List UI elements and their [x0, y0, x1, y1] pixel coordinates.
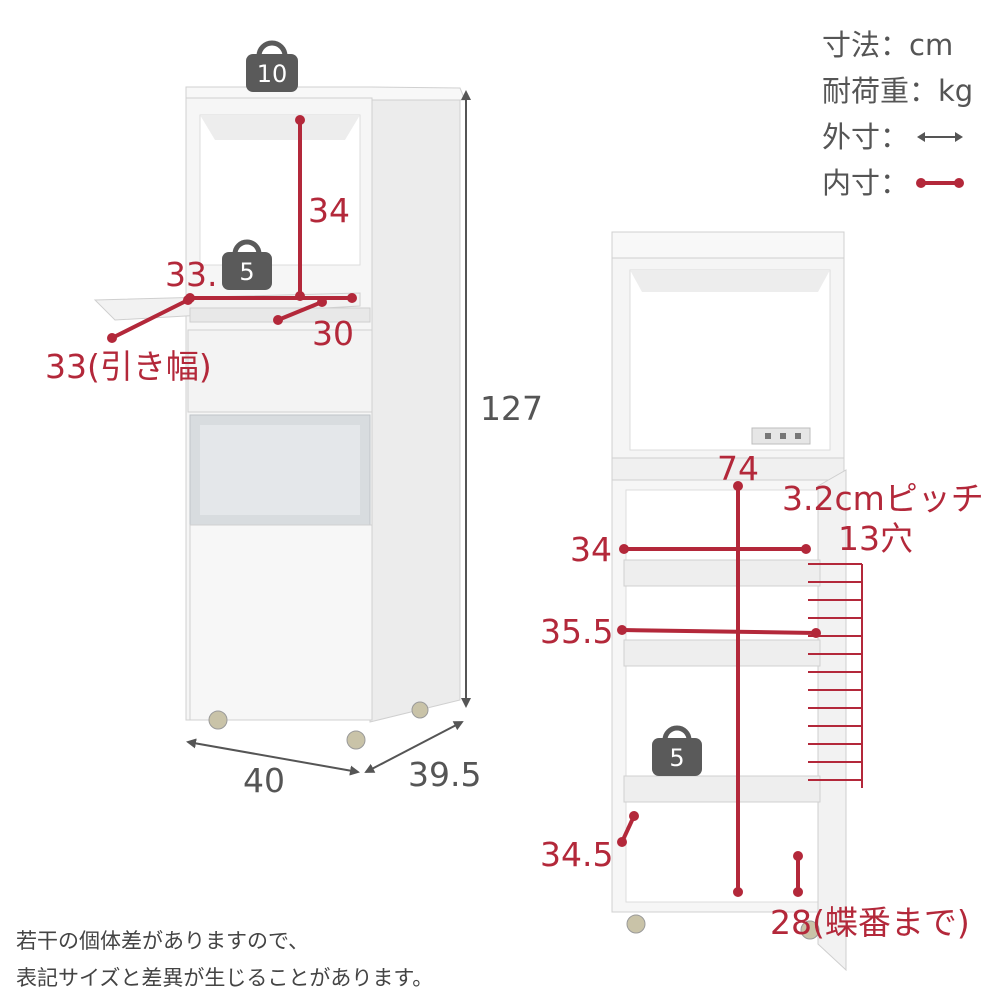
dim-tray-pull: 33(引き幅)	[45, 295, 212, 386]
inner-width-upper-label: 34	[570, 530, 612, 569]
dim-bottom-width: 34.5	[540, 811, 639, 874]
hinge-width-label: 28(蝶番まで)	[770, 903, 970, 942]
hole-count-label: 13穴	[838, 519, 913, 558]
legend-inner: 内寸：	[822, 160, 973, 206]
dim-inner-width-upper: 34	[570, 530, 811, 569]
dim-hinge-width: 28(蝶番まで)	[770, 851, 970, 942]
left-cabinet	[93, 86, 466, 750]
weight-top-value: 10	[257, 60, 288, 88]
legend-load-label: 耐荷重：kg	[822, 74, 974, 108]
dim-width: 40	[186, 738, 360, 800]
dim-tray-depth: 30	[273, 297, 354, 353]
weight-shelf-value: 5	[669, 744, 684, 772]
weight-tag-top: 10	[246, 40, 298, 92]
dim-total-height: 127	[461, 90, 543, 708]
inner-depth-label: 35.5	[540, 612, 613, 651]
inner-height-label: 74	[717, 449, 759, 488]
depth-label: 39.5	[408, 755, 481, 794]
weight-tag-shelf: 5	[652, 725, 702, 776]
tray-depth-label: 30	[312, 314, 354, 353]
legend-unit: 寸法：cm	[822, 22, 973, 68]
tray-width-label: 33.	[165, 255, 217, 294]
legend-inner-label: 内寸：	[822, 166, 910, 200]
legend: 寸法：cm 耐荷重：kg 外寸： 内寸：	[822, 22, 973, 206]
tray-pull-label: 33(引き幅)	[45, 347, 212, 386]
bottom-width-label: 34.5	[540, 835, 613, 874]
shelf-pitch-holes	[808, 563, 863, 788]
note-line-2: 表記サイズと差異が生じることがあります。	[16, 966, 434, 990]
legend-unit-label: 寸法：cm	[822, 28, 954, 62]
inner-dim-icon	[916, 178, 965, 188]
note-line-1: 若干の個体差がありますので、	[16, 929, 310, 953]
weight-tray-value: 5	[239, 258, 254, 286]
legend-load: 耐荷重：kg	[822, 68, 973, 114]
legend-outer-label: 外寸：	[822, 120, 910, 154]
total-height-label: 127	[480, 389, 543, 428]
legend-outer: 外寸：	[822, 114, 973, 160]
width-label: 40	[243, 761, 285, 800]
dim-inner-height: 74	[717, 449, 759, 897]
top-inner-height-label: 34	[308, 191, 350, 230]
weight-tag-tray: 5	[222, 239, 272, 290]
double-arrow-icon	[917, 132, 964, 142]
shelf-pitch-label: 3.2cmピッチ	[782, 479, 984, 518]
dim-inner-depth: 35.5	[540, 612, 821, 651]
dim-depth: 39.5	[364, 721, 481, 794]
